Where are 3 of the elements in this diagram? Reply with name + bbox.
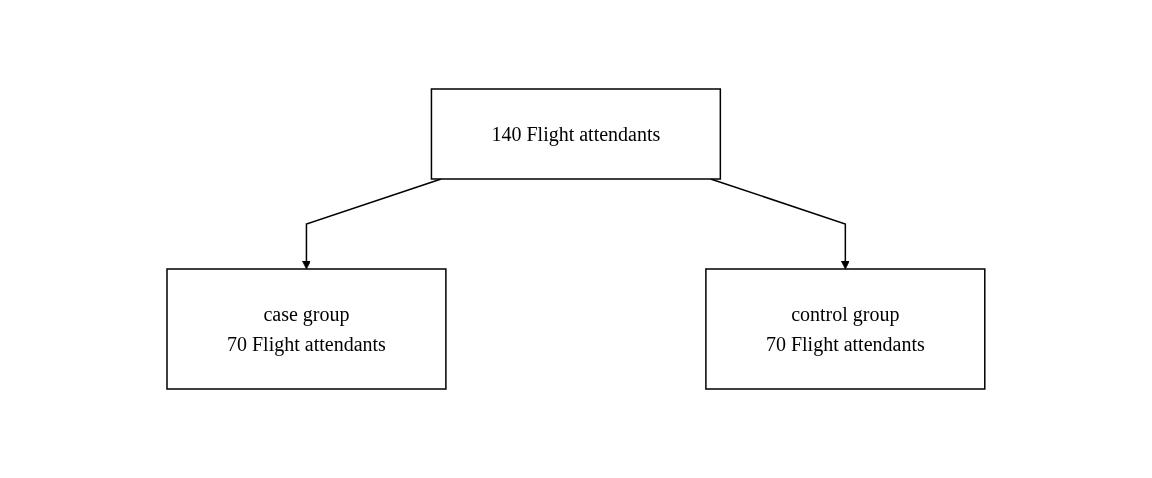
node-box: control group 70 Flight attendants xyxy=(705,268,986,390)
node-box: 140 Flight attendants xyxy=(430,88,722,180)
node-box: case group 70 Flight attendants xyxy=(166,268,447,390)
